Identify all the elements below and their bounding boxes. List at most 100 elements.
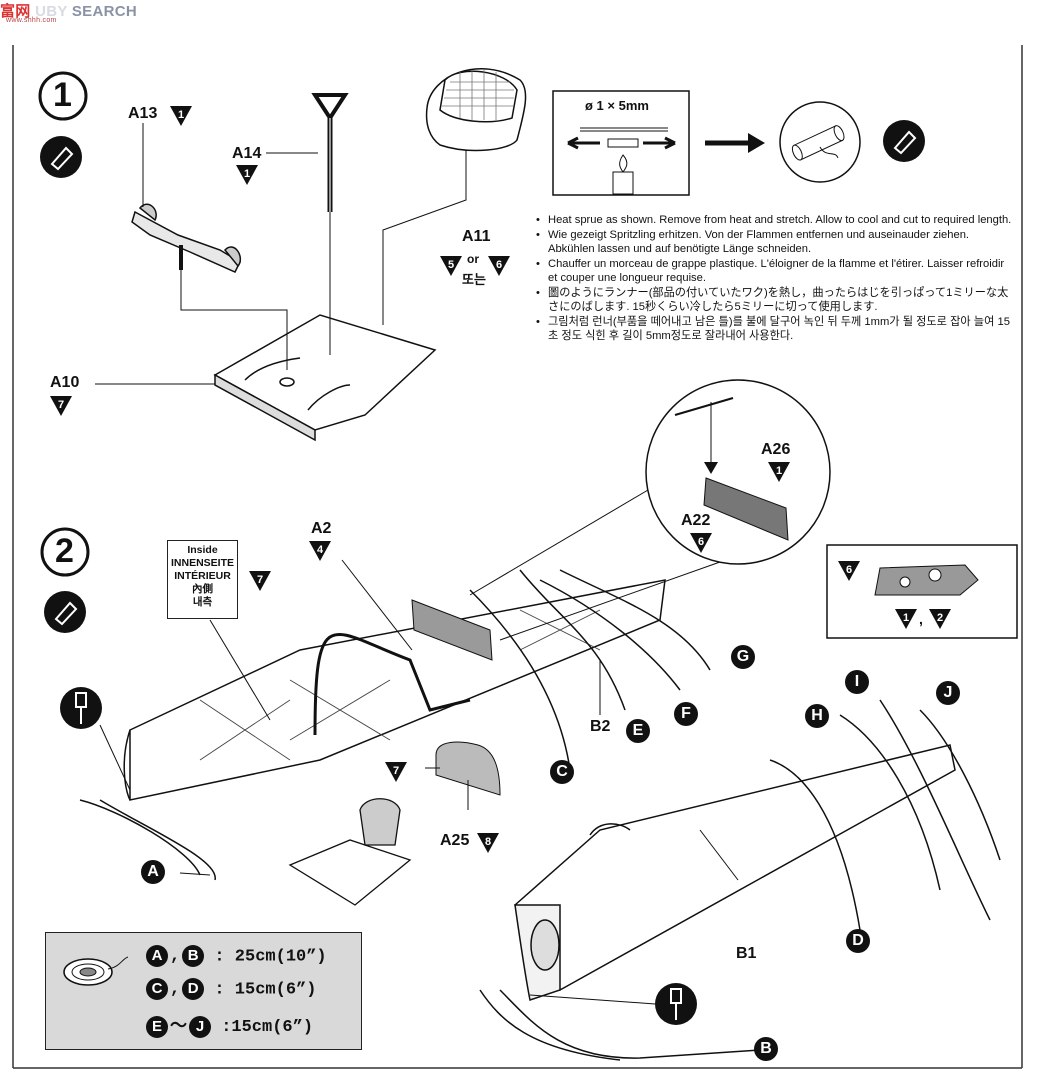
instruction-japanese: 圖のようにランナー(部品の付いていたワク)を熱し，曲ったらはじを引っぱって1ミリ… [534, 286, 1012, 314]
site-logo: 富网 [0, 3, 31, 20]
paint-color-badge: 2 [929, 609, 951, 629]
paint-color-badge: 1 [170, 106, 192, 126]
watermark-header: 富网 UBY SEARCH www.shhh.com [0, 0, 1037, 24]
wire-letter-badge-i: I [845, 670, 869, 694]
part-label-a14: A14 [232, 145, 262, 162]
paint-color-badge: 1 [895, 609, 917, 629]
part-label-a22: A22 [681, 512, 711, 529]
part-label-a10: A10 [50, 374, 80, 391]
process-arrow-icon [748, 133, 765, 153]
svg-text:6: 6 [698, 536, 704, 548]
paint-color-badge: 1 [768, 462, 790, 482]
inside-label-en: Inside [187, 544, 218, 556]
left-arrow-icon [567, 136, 600, 150]
glue-icon [44, 591, 86, 633]
svg-text:7: 7 [58, 399, 64, 411]
inside-label-kr: 내측 [192, 596, 213, 608]
part-a14-illustration [311, 93, 349, 212]
legend-letter-badge: J [189, 1015, 211, 1038]
part-label-a25: A25 [440, 832, 470, 849]
legend-letter-badge: C [146, 978, 168, 1000]
svg-text:6: 6 [496, 259, 502, 271]
paint-color-number: 1 [178, 109, 184, 121]
legend-row: E～J :15cm(6”) [146, 1011, 313, 1038]
step-2-number: 2 [55, 532, 74, 570]
part-a22-installed [411, 599, 493, 661]
legend-separator: , [170, 947, 181, 967]
gauge-icon [899, 576, 911, 588]
instrument-panel-illustration [874, 564, 979, 596]
svg-text:1: 1 [776, 465, 782, 477]
wire-letter-badge-d: D [846, 929, 870, 953]
legend-length: : 15cm(6”) [204, 980, 317, 1000]
inside-label-box: Inside INNENSEITE INTÉRIEUR 內側 내측 [167, 540, 238, 619]
paint-color-badge: 5 [440, 256, 462, 276]
svg-text:5: 5 [448, 259, 454, 271]
rigging-wires [79, 569, 1001, 1061]
part-a22-detail [703, 477, 789, 541]
pin-icon [655, 983, 697, 1025]
step-1-number: 1 [53, 76, 72, 114]
svg-text:8: 8 [485, 836, 491, 848]
wire-letter-badge-e: E [626, 719, 650, 743]
glue-icon [40, 136, 82, 178]
legend-separator: , [170, 980, 181, 1000]
step-2-circle [40, 527, 90, 577]
svg-text:1: 1 [244, 168, 250, 180]
candle-icon [612, 171, 634, 195]
wire-letter-badge-h: H [805, 704, 829, 728]
detail-callout-circle [645, 379, 831, 565]
panel-separator: , [919, 611, 923, 627]
paint-color-badge: 6 [488, 256, 510, 276]
legend-row: A,B : 25cm(10”) [146, 945, 327, 967]
paint-color-badge: 8 [477, 833, 499, 853]
part-a25-illustration [435, 741, 501, 796]
part-a13-illustration [131, 203, 242, 273]
legend-letter-badge: E [146, 1015, 168, 1038]
wire-letter-badge-f: F [674, 702, 698, 726]
instruction-french: Chauffer un morceau de grappe plastique.… [534, 257, 1012, 285]
inside-label-jp: 內側 [192, 583, 213, 595]
instruction-german: Wie gezeigt Spritzling erhitzen. Von der… [534, 228, 1012, 256]
a11-or-text: or [467, 252, 479, 266]
legend-letter-badge: A [146, 945, 168, 967]
sprue-instructions: Heat sprue as shown. Remove from heat an… [534, 213, 1012, 344]
wire-letter-badge-j: J [936, 681, 960, 705]
wire-letter-badge-b: B [754, 1037, 778, 1061]
a11-korean-or-text: 또는 [462, 272, 486, 287]
wire-letter-badge-g: G [731, 645, 755, 669]
part-label-a13: A13 [128, 105, 158, 122]
legend-row: C,D : 15cm(6”) [146, 978, 316, 1000]
part-label-b1: B1 [736, 945, 757, 962]
watermark-text: SEARCH [71, 3, 137, 20]
legend-length: : 25cm(10”) [204, 947, 327, 967]
part-label-b2: B2 [590, 718, 611, 735]
logo-faded: UBY [35, 3, 72, 20]
part-a11-illustration [425, 68, 527, 152]
inside-label-fr: INTÉRIEUR [174, 570, 231, 582]
wire-letter-badge-a: A [141, 860, 165, 884]
paint-color-badge: 7 [50, 396, 72, 416]
part-a2-illustration [313, 632, 471, 736]
paint-color-badge: 6 [838, 561, 860, 581]
wire-spool-icon [63, 956, 129, 986]
paint-color-badge: 6 [690, 533, 712, 553]
legend-separator: ～ [170, 1018, 187, 1037]
instruction-english: Heat sprue as shown. Remove from heat an… [534, 213, 1012, 227]
fuselage-b1-illustration [514, 744, 956, 1001]
part-a10-illustration [213, 314, 437, 442]
part-label-a11: A11 [462, 228, 491, 245]
svg-text:1: 1 [903, 612, 909, 624]
glue-icon [883, 120, 925, 162]
step-1-circle [38, 71, 88, 121]
part-label-a2: A2 [311, 520, 332, 537]
paint-color-badge: 4 [309, 541, 331, 561]
logo-url: www.shhh.com [6, 17, 57, 24]
paint-color-badge: 1 [236, 165, 258, 185]
wire-length-legend: A,B : 25cm(10”) C,D : 15cm(6”) E～J :15cm(6… [45, 932, 362, 1050]
sprue-dimension: ø 1 × 5mm [585, 98, 649, 113]
right-arrow-icon [643, 136, 676, 150]
part-label-a26: A26 [761, 441, 791, 458]
svg-text:7: 7 [257, 574, 263, 586]
